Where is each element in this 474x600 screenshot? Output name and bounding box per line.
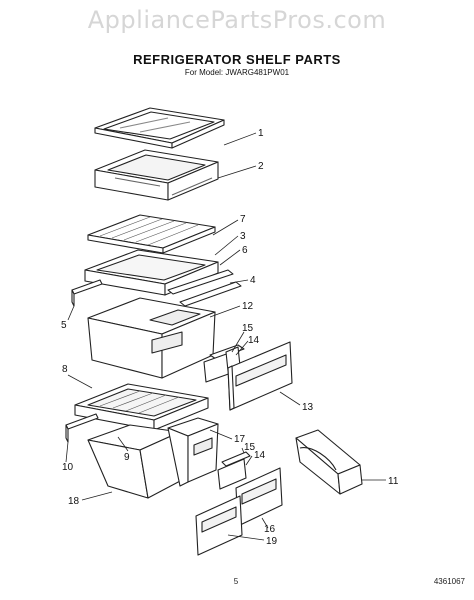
callout-3: 3 <box>240 231 246 242</box>
callout-14-lower: 14 <box>254 450 266 461</box>
callout-13: 13 <box>302 402 314 413</box>
page-number: 5 <box>233 577 239 586</box>
diagram-subtitle: For Model: JWARG481PW01 <box>184 68 290 77</box>
callout-11: 11 <box>388 476 399 487</box>
callout-10: 10 <box>62 462 74 473</box>
part-3-shelf-frame <box>84 249 219 296</box>
callout-12: 12 <box>242 301 254 312</box>
part-12-crisper-drawer <box>87 297 216 379</box>
callout-4: 4 <box>250 275 256 286</box>
part-5-brackets <box>71 279 103 307</box>
callout-9: 9 <box>124 452 130 463</box>
callout-7: 7 <box>240 214 246 225</box>
callout-15-upper: 15 <box>242 323 254 334</box>
leader-lines <box>65 132 386 541</box>
callout-1: 1 <box>258 128 264 139</box>
part-2-shelf-frame <box>94 149 219 201</box>
callout-16: 16 <box>264 524 276 535</box>
part-11-door-bin <box>295 429 363 495</box>
part-1-glass-shelf <box>94 107 225 149</box>
diagram-title: REFRIGERATOR SHELF PARTS <box>133 52 341 67</box>
part-19-drawer-front <box>195 495 243 556</box>
part-16-drawer-front <box>235 467 283 527</box>
callout-15-lower: 15 <box>244 442 256 453</box>
callout-18: 18 <box>68 496 80 507</box>
callout-8: 8 <box>62 364 68 375</box>
watermark-text: AppliancePartsPros.com <box>87 6 387 34</box>
part-7-wire-shelf <box>87 214 216 254</box>
part-10-bracket <box>65 413 99 443</box>
callout-5: 5 <box>61 320 67 331</box>
callout-14-upper: 14 <box>248 335 260 346</box>
callout-2: 2 <box>258 161 264 172</box>
callout-6: 6 <box>242 245 248 256</box>
part-15-14-slides-lower <box>217 451 251 490</box>
part-8-wire-shelf <box>74 383 209 431</box>
part-13-drawer-front <box>227 341 293 411</box>
part-4-rails <box>167 269 242 307</box>
part-18-crisper-bin <box>87 424 183 499</box>
callout-17: 17 <box>234 434 246 445</box>
callout-19: 19 <box>266 536 278 547</box>
part-17-crisper-bin <box>167 417 219 487</box>
document-code: 4361067 <box>433 577 465 586</box>
